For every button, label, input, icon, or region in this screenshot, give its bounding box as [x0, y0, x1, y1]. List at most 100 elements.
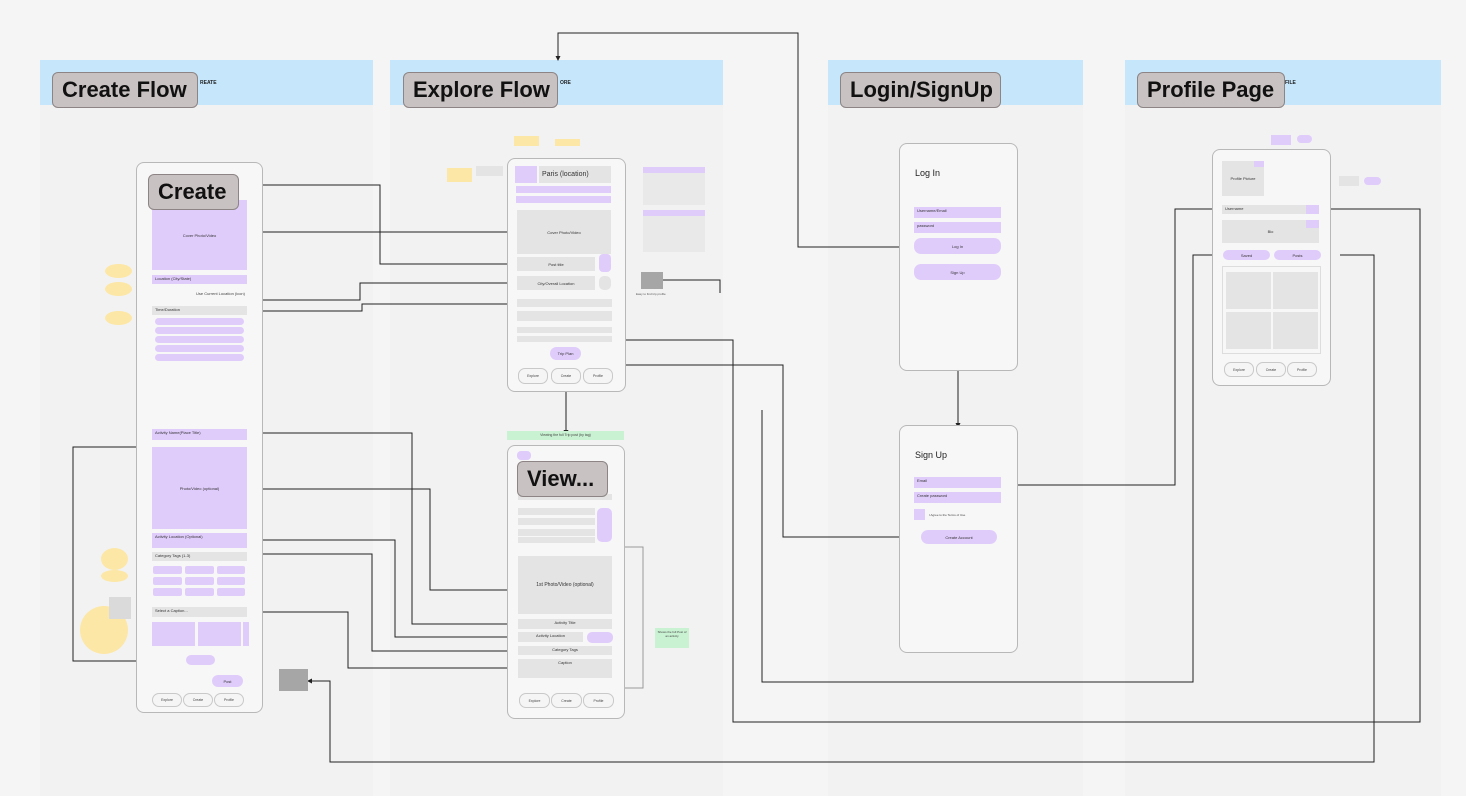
- create-post-button[interactable]: Post: [212, 675, 243, 687]
- create-nav-explore[interactable]: Explore: [152, 693, 182, 707]
- create-nav-create[interactable]: Create: [183, 693, 213, 707]
- explore-cover[interactable]: Cover Photo/Video: [517, 210, 611, 254]
- connector-signup-create: [998, 206, 1223, 486]
- view-nav-create-label: Create: [561, 698, 572, 703]
- tag-5[interactable]: [185, 577, 214, 585]
- profile-nav-create-label: Create: [1265, 367, 1277, 372]
- login-password-label: password: [917, 223, 935, 228]
- caption-option-2[interactable]: [198, 622, 241, 646]
- create-current-location[interactable]: Use Current Location (icon): [196, 291, 245, 296]
- explore-folder-note: Easy to find trip profile: [636, 292, 666, 296]
- connector-time: [245, 301, 517, 312]
- profile-bio[interactable]: Bio: [1222, 220, 1319, 243]
- create-side-pill: [186, 655, 215, 665]
- view-location-pill[interactable]: [587, 632, 613, 643]
- create-activity-location[interactable]: Activity Location (Optional): [152, 533, 247, 548]
- signup-password-field[interactable]: Create password: [914, 492, 1001, 503]
- note-yellow-5: [101, 570, 128, 582]
- explore-side-badge[interactable]: [599, 276, 611, 290]
- login-signup-button[interactable]: Sign Up: [914, 264, 1001, 280]
- create-location[interactable]: Location (City/State): [152, 275, 247, 284]
- connector-signup-account: [606, 364, 921, 538]
- connector-photo: [245, 488, 517, 593]
- create-nav-profile[interactable]: Profile: [214, 693, 244, 707]
- explore-filter-2[interactable]: [516, 196, 611, 203]
- tag-7[interactable]: [153, 588, 182, 596]
- tag-8[interactable]: [185, 588, 214, 596]
- view-activity-location[interactable]: Activity Location: [518, 632, 583, 642]
- profile-bio-label: Bio: [1267, 229, 1274, 234]
- explore-nav-explore-label: Explore: [527, 374, 539, 378]
- explore-nav-profile[interactable]: Profile: [583, 368, 613, 384]
- signup-email-field[interactable]: Email: [914, 477, 1001, 488]
- time-option-5[interactable]: [155, 354, 244, 361]
- explore-side-tag[interactable]: [599, 254, 611, 272]
- caption-option-1[interactable]: [152, 622, 195, 646]
- profile-edit-tag[interactable]: [1306, 205, 1319, 214]
- tag-4[interactable]: [153, 577, 182, 585]
- profile-username-label: Username: [1225, 206, 1244, 211]
- profile-nav-explore-label: Explore: [1233, 367, 1245, 372]
- filter-panel-1-header: [643, 167, 705, 173]
- time-option-4[interactable]: [155, 345, 244, 352]
- profile-grid-cell-1[interactable]: [1226, 272, 1271, 309]
- profile-grid-cell-2[interactable]: [1273, 272, 1318, 309]
- view-nav-create[interactable]: Create: [551, 693, 582, 708]
- view-category-label: Category Tags: [552, 647, 578, 652]
- view-nav-explore[interactable]: Explore: [519, 693, 550, 708]
- explore-nav-create[interactable]: Create: [551, 368, 581, 384]
- caption-option-3[interactable]: [243, 622, 249, 646]
- tag-1[interactable]: [153, 566, 182, 574]
- tag-3[interactable]: [217, 566, 245, 574]
- explore-nav-explore[interactable]: Explore: [518, 368, 548, 384]
- view-caption[interactable]: Caption: [518, 659, 612, 678]
- view-category[interactable]: Category Tags: [518, 646, 612, 655]
- view-banner: Viewing the full Trip post (by tag): [507, 431, 624, 440]
- tag-9[interactable]: [217, 588, 245, 596]
- filter-panel-2-header: [643, 210, 705, 216]
- time-option-2[interactable]: [155, 327, 244, 334]
- create-location-label: Location (City/State): [155, 276, 192, 281]
- profile-nav-create[interactable]: Create: [1256, 362, 1286, 377]
- view-green-note: Shows the full Post of an activity: [655, 628, 689, 648]
- time-option-3[interactable]: [155, 336, 244, 343]
- login-button[interactable]: Log In: [914, 238, 1001, 254]
- profile-nav-profile[interactable]: Profile: [1287, 362, 1317, 377]
- profile-username[interactable]: Username: [1222, 205, 1319, 214]
- profile-nav-explore[interactable]: Explore: [1224, 362, 1254, 377]
- create-activity-name[interactable]: Activity Name(Place Title): [152, 429, 247, 440]
- explore-location-title[interactable]: Paris (location): [539, 166, 611, 183]
- view-header-bar: [518, 494, 612, 500]
- profile-tab-saved[interactable]: Saved: [1223, 250, 1270, 260]
- view-activity-title[interactable]: Activity Title: [518, 619, 612, 629]
- profile-grid-cell-3[interactable]: [1226, 312, 1271, 349]
- tag-2[interactable]: [185, 566, 214, 574]
- create-cover[interactable]: Cover Photo/Video: [152, 200, 247, 270]
- time-option-1[interactable]: [155, 318, 244, 325]
- view-nav-profile[interactable]: Profile: [583, 693, 614, 708]
- explore-filter-1[interactable]: [516, 186, 611, 193]
- explore-post-title[interactable]: Post title: [517, 257, 595, 271]
- login-password-field[interactable]: password: [914, 222, 1001, 233]
- profile-pic-tag: [1254, 161, 1264, 167]
- explore-post-title-label: Post title: [548, 261, 564, 267]
- create-time[interactable]: Time/Duration: [152, 306, 247, 315]
- lane-chip-login: Login/SignUp: [840, 72, 1001, 108]
- filter-panel-2: [643, 210, 705, 252]
- create-caption[interactable]: Select a Caption...: [152, 607, 247, 617]
- explore-cover-label: Cover Photo/Video: [547, 229, 581, 235]
- create-category-tags[interactable]: Category Tags (1-3): [152, 552, 247, 561]
- profile-tab-posts[interactable]: Posts: [1274, 250, 1321, 260]
- view-photo[interactable]: 1st Photo/Video (optional): [518, 556, 612, 614]
- profile-grid-cell-4[interactable]: [1273, 312, 1318, 349]
- profile-bio-tag: [1306, 220, 1319, 228]
- signup-create-button[interactable]: Create Account: [921, 530, 997, 544]
- explore-header-left: [515, 166, 537, 183]
- view-side-badge[interactable]: [597, 508, 612, 542]
- tag-6[interactable]: [217, 577, 245, 585]
- explore-city-location[interactable]: City/Overall Location: [517, 276, 595, 290]
- signup-terms-checkbox[interactable]: [914, 509, 925, 520]
- login-username-field[interactable]: Username/Email: [914, 207, 1001, 218]
- create-photo[interactable]: Photo/Video (optional): [152, 447, 247, 529]
- explore-trip-plan-button[interactable]: Trip Plan: [550, 347, 581, 360]
